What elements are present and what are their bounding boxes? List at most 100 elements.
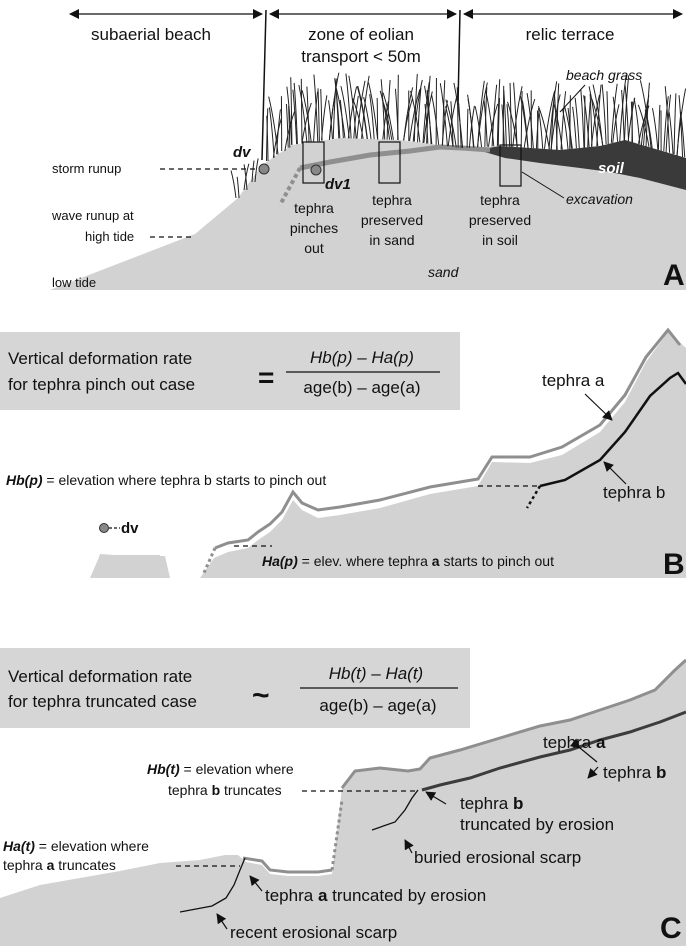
- grass-blade: [502, 85, 505, 147]
- grass-blade: [292, 89, 298, 145]
- formula-b-line2: for tephra pinch out case: [8, 375, 195, 394]
- tephra-b-arrow-c: [587, 766, 599, 779]
- trunc-a-caption: tephra a truncated by erosion: [265, 886, 486, 905]
- grass-blade: [610, 83, 618, 143]
- wave-runup-label-2: high tide: [85, 229, 134, 244]
- grass-blade: [520, 91, 523, 148]
- grass-blade: [368, 82, 379, 140]
- grass-blade: [583, 95, 590, 148]
- grass-blade: [467, 94, 475, 148]
- grass-blade: [612, 96, 619, 142]
- storm-runup-label: storm runup: [52, 161, 121, 176]
- sand-caption-3: in sand: [369, 232, 414, 248]
- soil-caption-1: tephra: [480, 192, 520, 208]
- beach-grass-leader: [559, 84, 586, 113]
- tephra-b-line-b: [539, 371, 686, 488]
- grass-blade: [491, 84, 498, 147]
- grass-blade: [678, 95, 684, 158]
- tephra-b-label-c: tephra b: [603, 763, 666, 782]
- tephra-a-arrow-c: [569, 738, 598, 763]
- grass-blade: [668, 112, 674, 155]
- grass-blade: [403, 98, 413, 141]
- grass-blade: [301, 102, 312, 144]
- grass-blade: [236, 176, 240, 199]
- grass-blade: [456, 87, 459, 148]
- tephra-b-line-c: [421, 710, 686, 792]
- zone-divider-2: [457, 9, 461, 106]
- grass-blade: [298, 84, 308, 143]
- grass-blade: [230, 170, 237, 199]
- grass-blade: [313, 91, 319, 142]
- terrain-b: [90, 332, 686, 578]
- formula-c-operator: ~: [252, 679, 270, 712]
- sand-caption-2: preserved: [361, 212, 423, 228]
- grass-blade: [601, 84, 607, 145]
- grass-blade: [266, 115, 269, 162]
- grass-blade: [345, 73, 352, 139]
- grass-blade: [487, 103, 499, 147]
- panel-b: Vertical deformation rate for tephra pin…: [0, 327, 686, 581]
- formula-c-denominator: age(b) – age(a): [319, 696, 436, 715]
- grass-blade: [474, 106, 483, 147]
- grass-blade: [254, 158, 259, 183]
- grass-blade: [574, 97, 580, 149]
- grass-blade: [439, 83, 448, 147]
- grass-blade: [548, 81, 558, 150]
- grass-blade: [645, 82, 650, 147]
- dv1-label: dv1: [325, 176, 351, 193]
- recent-scarp-arrow: [216, 913, 228, 930]
- low-tide-label: low tide: [52, 275, 96, 290]
- grass-blade: [286, 86, 293, 145]
- grass-blade: [357, 86, 368, 139]
- grass-blade: [285, 103, 289, 148]
- soil-caption-3: in soil: [482, 232, 518, 248]
- grass-blade: [567, 107, 572, 149]
- grass-blade: [317, 88, 320, 142]
- grass-blade: [380, 79, 386, 140]
- tephra-a-label-b: tephra a: [542, 371, 605, 390]
- grass-blade: [497, 98, 501, 147]
- grass-blade: [485, 90, 495, 147]
- grass-blade: [556, 83, 560, 150]
- grass-blade: [537, 106, 550, 150]
- grass-blade: [657, 104, 661, 150]
- grass-blade: [426, 90, 432, 145]
- grass-blade: [397, 74, 399, 140]
- grass-blade: [328, 100, 333, 140]
- grass-blade: [379, 90, 391, 140]
- grass-blade: [413, 73, 418, 142]
- tephra-a-upper-c: [340, 658, 686, 789]
- formula-b-numerator: Hb(p) – Ha(p): [310, 348, 414, 367]
- dv-marker: [258, 163, 270, 175]
- grass-blade: [588, 86, 599, 147]
- grass-blade: [621, 90, 625, 141]
- sand-label: sand: [428, 264, 460, 280]
- grass-blade: [523, 98, 536, 148]
- trunc-a-arrow: [249, 875, 263, 892]
- grass-blade: [424, 103, 429, 144]
- pinch-caption-1: tephra: [294, 200, 334, 216]
- sample-box-soil: [499, 144, 522, 187]
- grass-blade: [506, 104, 511, 147]
- panel-letter-c: C: [660, 912, 682, 945]
- formula-c-numerator: Hb(t) – Ha(t): [329, 664, 423, 683]
- dv-marker-b: [99, 523, 109, 533]
- grass-blade: [680, 111, 686, 158]
- grass-blade: [313, 74, 319, 142]
- grass-blade: [496, 79, 501, 147]
- grass-blade: [410, 90, 421, 143]
- grass-blade: [453, 82, 464, 148]
- grass-blade: [251, 160, 255, 183]
- grass-blade: [403, 87, 414, 141]
- grass-blade: [332, 78, 337, 140]
- pinch-caption-2: pinches: [290, 220, 338, 236]
- grass-blade: [587, 101, 591, 148]
- grass-blade: [386, 80, 391, 140]
- grass-blade: [503, 90, 507, 147]
- grass-blade: [633, 98, 641, 144]
- grass-blade: [673, 93, 677, 155]
- grass-blade: [477, 80, 485, 148]
- grass-blade: [243, 163, 250, 191]
- grass-blade: [382, 92, 394, 140]
